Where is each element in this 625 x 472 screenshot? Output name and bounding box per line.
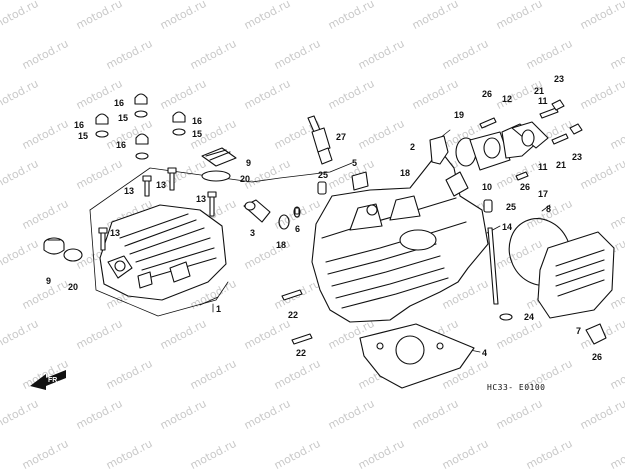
dowel-pin-right — [483, 199, 493, 213]
callout: 16 — [192, 116, 202, 126]
filler-cap-upper — [201, 147, 237, 182]
callout-labels: 1 2 3 4 5 6 7 8 9 9 10 11 11 12 13 13 13… — [46, 74, 602, 362]
callout: 5 — [352, 158, 357, 168]
callout: 6 — [295, 224, 300, 234]
callout: 18 — [276, 240, 286, 250]
spark-plug — [307, 115, 333, 165]
washer-24 — [499, 313, 513, 321]
callout: 26 — [520, 182, 530, 192]
callout: 25 — [318, 170, 328, 180]
callout: 20 — [240, 174, 250, 184]
callout: 11 — [538, 96, 548, 106]
callout: 1 — [216, 304, 221, 314]
callout: 23 — [572, 152, 582, 162]
callout: 9 — [246, 158, 251, 168]
callout: 21 — [556, 160, 566, 170]
callout: 26 — [592, 352, 602, 362]
callout: 24 — [524, 312, 534, 322]
callout: 20 — [68, 282, 78, 292]
callout: 4 — [482, 348, 487, 358]
bolts-13 — [98, 167, 217, 251]
filler-cap-left — [43, 237, 65, 255]
callout: 3 — [250, 228, 255, 238]
cylinder-head-cover — [99, 204, 227, 301]
side-cover-8 — [537, 231, 615, 319]
long-stud-14 — [487, 227, 499, 305]
callout: 7 — [576, 326, 581, 336]
callout: 13 — [124, 186, 134, 196]
callout: 16 — [74, 120, 84, 130]
fasteners-right — [479, 99, 583, 181]
callout: 25 — [506, 202, 516, 212]
callout: 13 — [196, 194, 206, 204]
callout: 23 — [554, 74, 564, 84]
o-ring-18-left — [278, 214, 290, 230]
callout: 17 — [538, 189, 548, 199]
callout: 2 — [410, 142, 415, 152]
callout: 22 — [296, 348, 306, 358]
stud-bolts-22 — [281, 289, 313, 345]
callout: 22 — [288, 310, 298, 320]
callout: 16 — [114, 98, 124, 108]
dowel-pin-upper — [317, 181, 327, 195]
callout: 15 — [118, 113, 128, 123]
callout: 13 — [110, 228, 120, 238]
front-arrow-label: FR. — [48, 377, 59, 384]
o-ring-left — [63, 248, 83, 262]
callout: 10 — [482, 182, 492, 192]
callout: 15 — [78, 131, 88, 141]
intake-pipe-group — [455, 121, 549, 171]
dowel-5 — [351, 171, 369, 191]
cylinder-head-body — [311, 149, 489, 323]
callout: 8 — [546, 204, 551, 214]
callout: 13 — [156, 180, 166, 190]
callout: 19 — [454, 110, 464, 120]
callout: 21 — [534, 86, 544, 96]
head-gasket — [359, 323, 475, 389]
oil-pipe-3 — [243, 199, 271, 223]
oil-pipe-2 — [429, 135, 449, 165]
front-arrow: FR. — [30, 370, 66, 390]
seal-6 — [293, 206, 301, 218]
callout: 12 — [502, 94, 512, 104]
callout: 26 — [482, 89, 492, 99]
diagram-code: HC33- E0100 — [487, 383, 546, 392]
callout: 15 — [192, 129, 202, 139]
callout: 18 — [400, 168, 410, 178]
callout: 9 — [46, 276, 51, 286]
callout: 14 — [502, 222, 512, 232]
bolt-26-bottom — [585, 323, 607, 345]
callout: 16 — [116, 140, 126, 150]
callout: 27 — [336, 132, 346, 142]
acorn-nuts-washers — [95, 93, 186, 160]
callout: 11 — [538, 162, 548, 172]
